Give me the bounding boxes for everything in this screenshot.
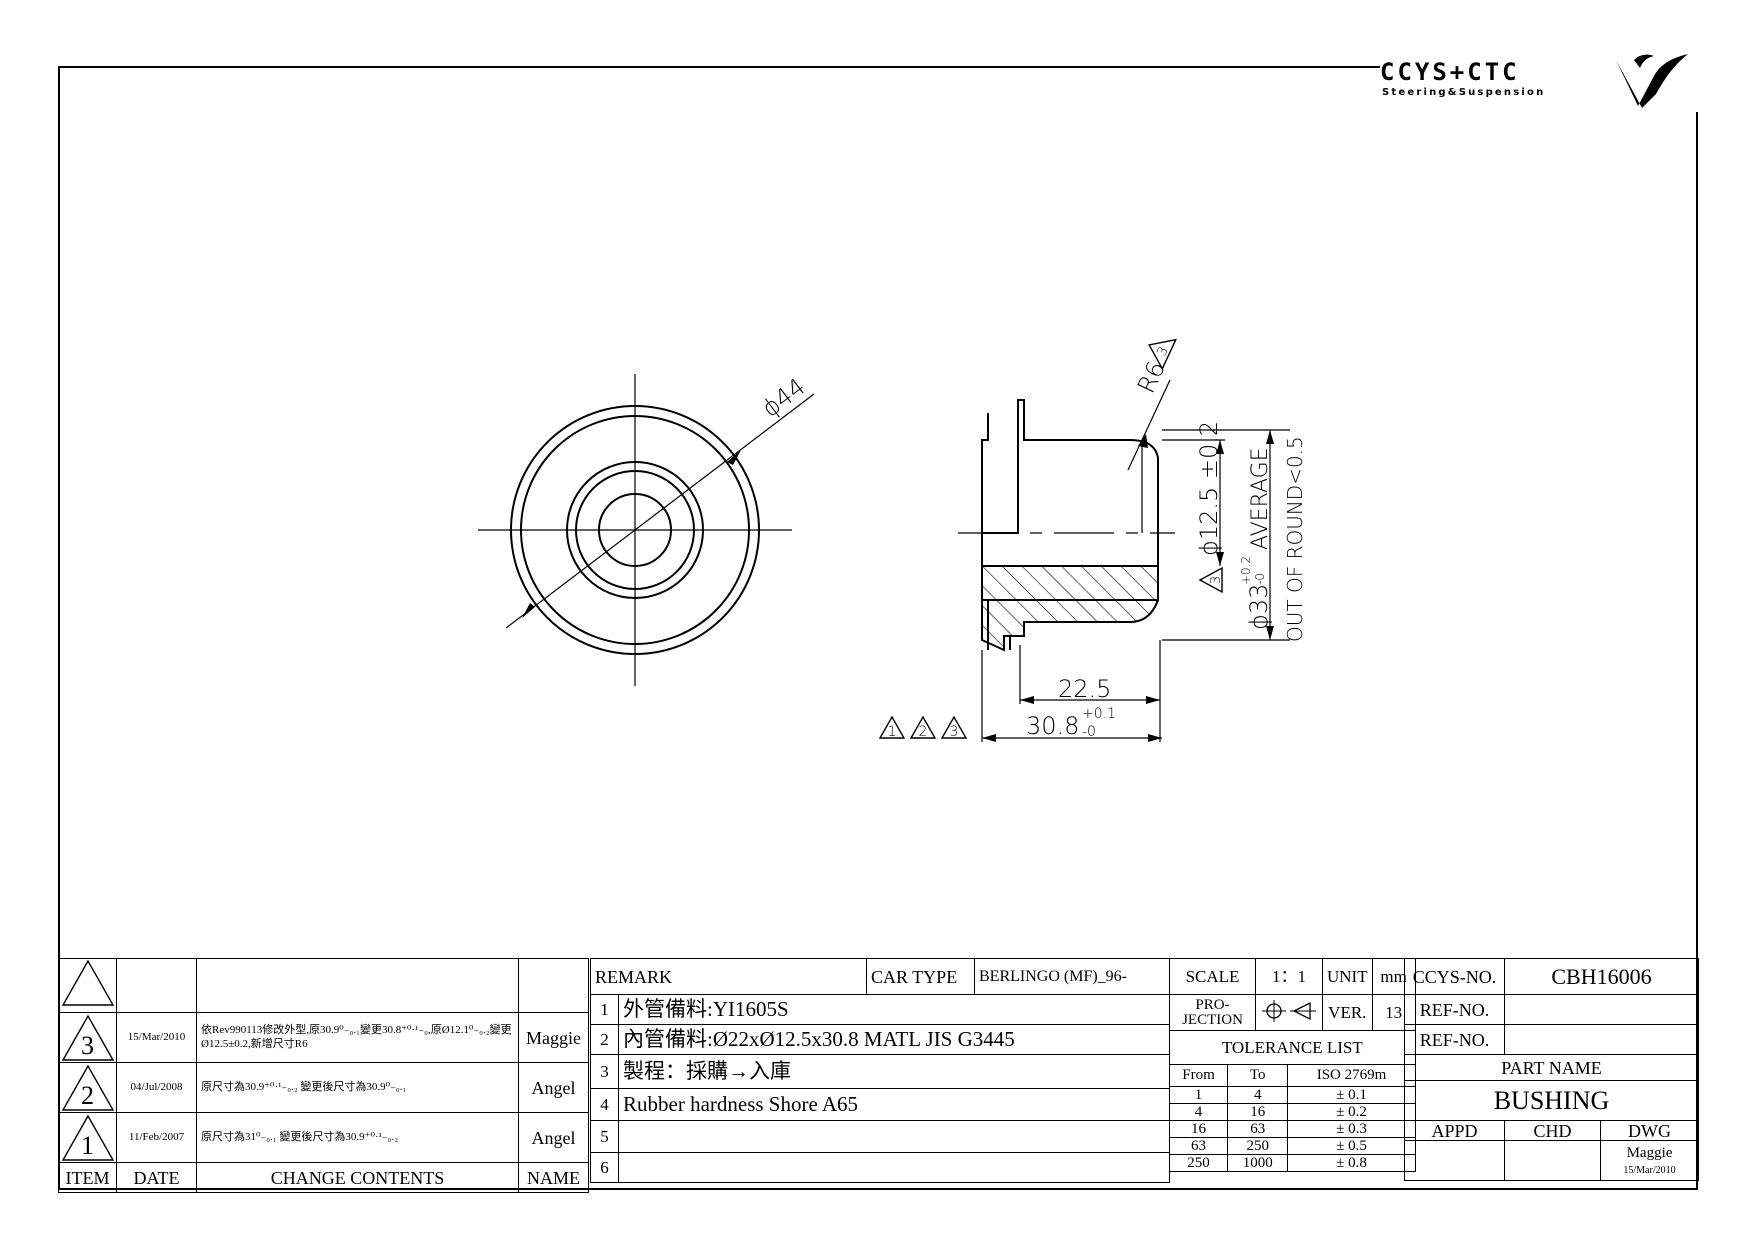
- third-angle-projection-icon: [1262, 1000, 1316, 1022]
- svg-text:3: 3: [1155, 345, 1172, 359]
- dwg-name: Maggie: [1626, 1145, 1673, 1162]
- spec-table: SCALE 1：1 UNIT mm PRO- JECTION VER. 13 T…: [1169, 958, 1416, 1172]
- length-tol-upper: +0.1: [1082, 706, 1116, 722]
- appd-signature: [1404, 1140, 1505, 1181]
- revision-date: 11/Feb/2007: [116, 1112, 197, 1163]
- length-inner-label: 22.5: [1058, 675, 1111, 703]
- ref-label-2: REF-NO.: [1404, 1024, 1505, 1055]
- projection-symbol: [1255, 994, 1323, 1031]
- part-name: BUSHING: [1404, 1080, 1699, 1121]
- ccys-label: CCYS-NO.: [1404, 958, 1505, 995]
- chd-signature: [1504, 1140, 1601, 1181]
- scale-value: 1：1: [1255, 958, 1323, 995]
- front-view: [478, 374, 815, 686]
- inner-rev-mark: 3: [1198, 566, 1224, 594]
- dwg-label: DWG: [1600, 1120, 1699, 1141]
- appd-label: APPD: [1404, 1120, 1505, 1141]
- revision-item: 3: [58, 1012, 117, 1063]
- car-type-label: CAR TYPE: [866, 958, 975, 995]
- revision-date: 15/Mar/2010: [116, 1012, 197, 1063]
- revision-name: Angel: [518, 1112, 589, 1163]
- car-type-value: BERLINGO (MF)_96-: [974, 958, 1170, 995]
- tolerance-header-row: From To ISO 2769m: [1169, 1064, 1416, 1087]
- outer-tol-lower: -0: [1253, 573, 1267, 585]
- ccys-number: CBH16006: [1504, 958, 1699, 995]
- logo-brand: CCYS+CTC: [1380, 58, 1520, 86]
- dwg-date: 15/Mar/2010: [1623, 1164, 1676, 1176]
- round-note: OUT OF ROUND<0.5: [1283, 436, 1307, 642]
- svg-text:1: 1: [888, 724, 897, 740]
- rev-mark-2: 2: [909, 715, 937, 740]
- unit-label: UNIT: [1322, 958, 1373, 995]
- outer-diameter-label: ϕ44: [757, 373, 811, 423]
- revision-contents: 依Rev990113修改外型,原30.9⁰₋₀.₁變更30.8⁺⁰·¹₋₀,原Ø…: [196, 1012, 519, 1063]
- date-header: DATE: [116, 1162, 197, 1193]
- drawing-frame: [58, 66, 1698, 1190]
- remark-label: REMARK: [590, 958, 867, 995]
- svg-text:3: 3: [1209, 576, 1224, 584]
- title-block: CCYS-NO. CBH16006 REF-NO. REF-NO. PART N…: [1404, 958, 1699, 1181]
- remark-item: 5: [590, 1120, 1170, 1153]
- rev-mark-1: 1: [878, 715, 906, 740]
- logo-mark-icon: [1616, 54, 1688, 108]
- revision-table: 3 15/Mar/2010 依Rev990113修改外型,原30.9⁰₋₀.₁變…: [58, 958, 589, 1193]
- revision-row: 3 15/Mar/2010 依Rev990113修改外型,原30.9⁰₋₀.₁變…: [58, 1012, 589, 1063]
- length-total-label: 30.8: [1026, 712, 1079, 740]
- revision-row: 2 04/Jul/2008 原尺寸為30.9⁺⁰·¹₋₀.₂ 變更後尺寸為30.…: [58, 1062, 589, 1113]
- ref-label-1: REF-NO.: [1404, 994, 1505, 1025]
- inner-diameter-label: ϕ12.5 ±0.2: [1195, 421, 1223, 556]
- tolerance-title: TOLERANCE LIST: [1169, 1030, 1416, 1065]
- contents-header: CHANGE CONTENTS: [196, 1162, 519, 1193]
- item-header: ITEM: [58, 1162, 117, 1193]
- remark-item: 6: [590, 1152, 1170, 1183]
- dwg-signature: Maggie 15/Mar/2010: [1600, 1140, 1699, 1181]
- dim-arrows: [982, 430, 1274, 742]
- length-tol-lower: -0: [1082, 724, 1096, 740]
- ref-number-2: [1504, 1024, 1699, 1055]
- rev-marks-group: 1 2 3: [878, 715, 968, 740]
- svg-text:2: 2: [919, 724, 928, 740]
- revision-item-blank: [58, 958, 117, 1013]
- rev-mark-3: 3: [940, 715, 968, 740]
- chd-label: CHD: [1504, 1120, 1601, 1141]
- revision-contents: 原尺寸為31⁰₋₀.₁ 變更後尺寸為30.9⁺⁰·¹₋₀.₂: [196, 1112, 519, 1163]
- company-logo: CCYS+CTC Steering&Suspension: [1380, 50, 1710, 112]
- section-view: [958, 379, 1290, 742]
- revision-row: [58, 958, 589, 1013]
- revision-row: 1 11/Feb/2007 原尺寸為31⁰₋₀.₁ 變更後尺寸為30.9⁺⁰·¹…: [58, 1112, 589, 1163]
- name-header: NAME: [518, 1162, 589, 1193]
- projection-label: PRO- JECTION: [1169, 994, 1256, 1031]
- revision-header-row: ITEM DATE CHANGE CONTENTS NAME: [58, 1162, 589, 1193]
- revision-contents: 原尺寸為30.9⁺⁰·¹₋₀.₂ 變更後尺寸為30.9⁰₋₀.₁: [196, 1062, 519, 1113]
- logo-tagline: Steering&Suspension: [1382, 87, 1546, 98]
- ver-label: VER.: [1322, 994, 1373, 1031]
- ref-number-1: [1504, 994, 1699, 1025]
- revision-name: Maggie: [518, 1012, 589, 1063]
- svg-text:3: 3: [950, 724, 959, 740]
- scale-label: SCALE: [1169, 958, 1256, 995]
- revision-date: 04/Jul/2008: [116, 1062, 197, 1113]
- outer-main-label: ϕ33: [1245, 584, 1273, 630]
- outer-tol-upper: +0.2: [1239, 556, 1253, 585]
- revision-name: Angel: [518, 1062, 589, 1113]
- revision-item: 2: [58, 1062, 117, 1113]
- outer-note: AVERAGE: [1248, 447, 1273, 550]
- revision-item: 1: [58, 1112, 117, 1163]
- part-name-label: PART NAME: [1404, 1054, 1699, 1081]
